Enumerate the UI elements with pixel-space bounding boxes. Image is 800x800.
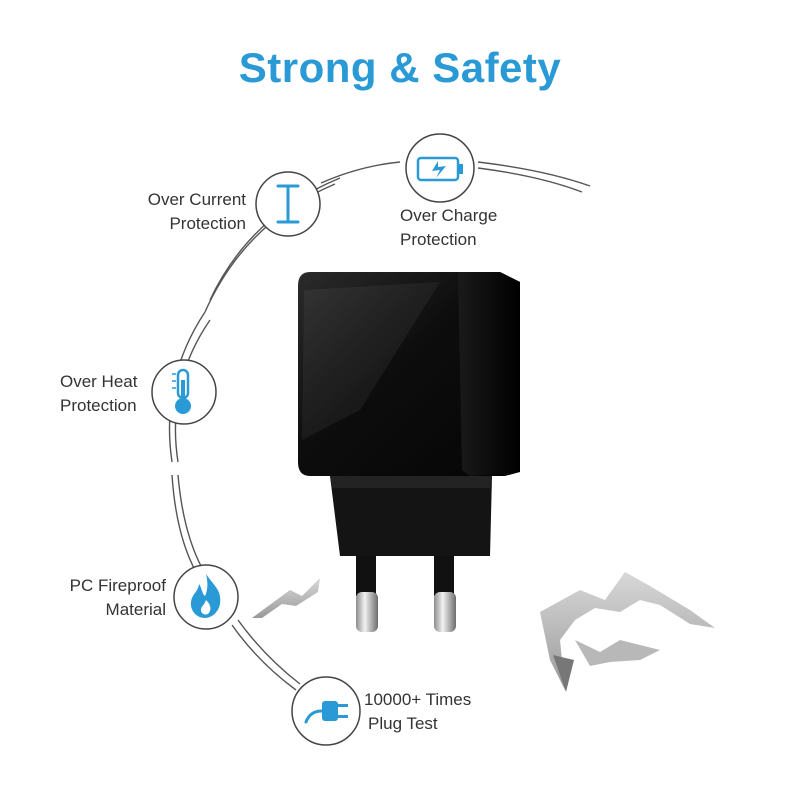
current-limit-icon (255, 171, 321, 237)
feature-over-current: Over Current Protection (60, 188, 246, 236)
crack-shards (252, 572, 715, 692)
feature-line1: 10000+ Times (364, 690, 472, 709)
flame-icon (173, 564, 239, 630)
feature-line1: Over Charge (400, 206, 498, 225)
feature-fireproof: PC Fireproof Material (40, 574, 166, 622)
feature-plug-test: 10000+ Times Plug Test (364, 688, 524, 736)
feature-over-charge: Over Charge Protection (400, 204, 600, 252)
feature-line1: PC Fireproof (69, 576, 166, 595)
feature-over-heat: Over Heat Protection (60, 370, 160, 418)
feature-line2: Protection (60, 396, 137, 415)
feature-line2: Protection (169, 214, 246, 233)
feature-line2: Material (105, 600, 166, 619)
feature-line2: Plug Test (368, 714, 438, 733)
plug-icon (291, 676, 361, 746)
battery-charge-icon (405, 133, 475, 203)
feature-line2: Protection (400, 230, 477, 249)
thermometer-icon (151, 359, 217, 425)
page-title: Strong & Safety (238, 44, 562, 91)
charger-device (298, 272, 520, 632)
feature-line1: Over Current (147, 190, 246, 209)
feature-line1: Over Heat (60, 372, 138, 391)
